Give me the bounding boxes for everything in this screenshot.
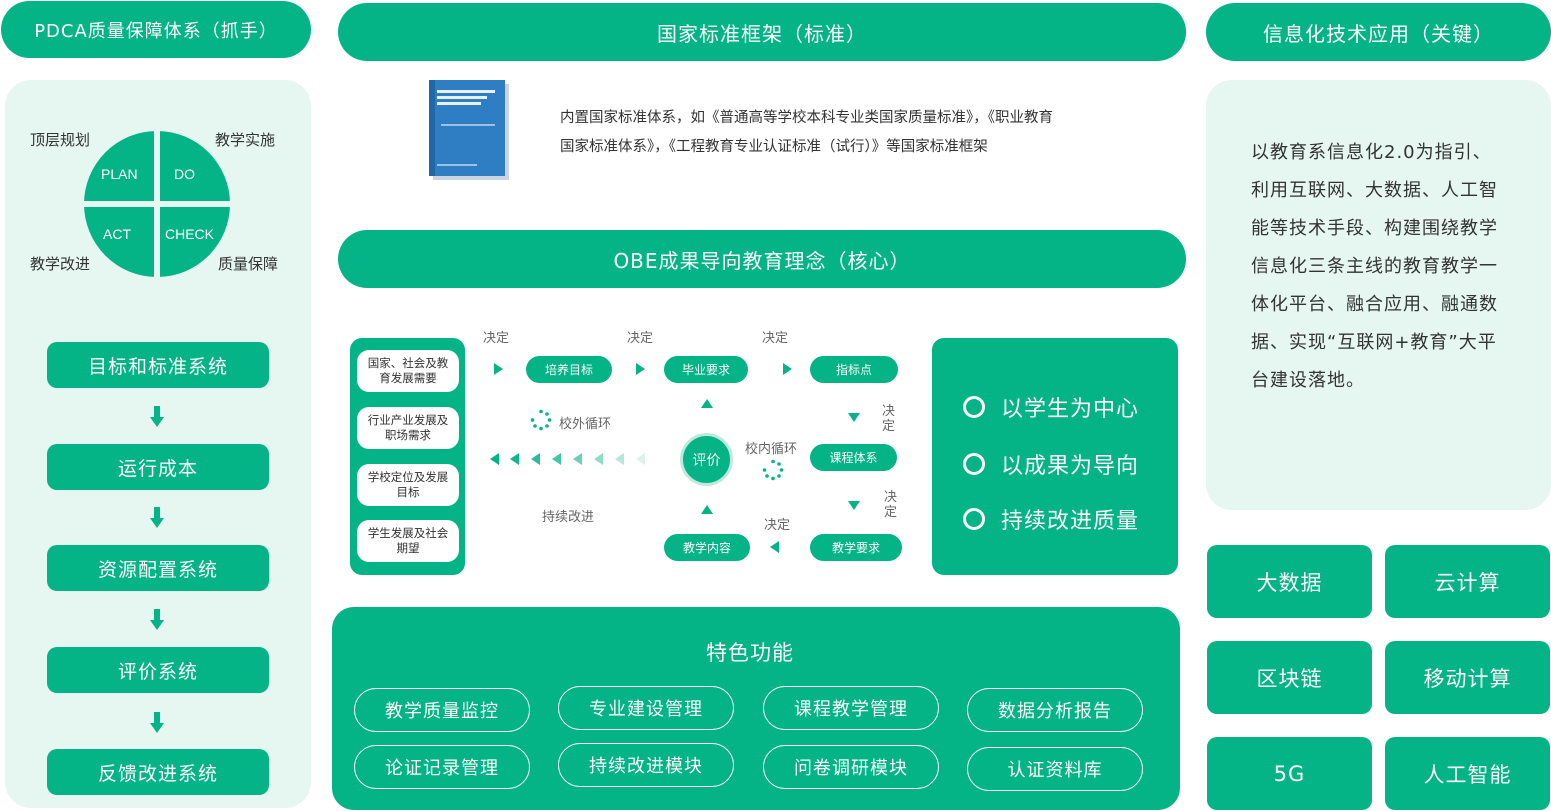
pdca-check: CHECK (165, 226, 215, 242)
system-goal-standard[interactable]: 目标和标准系统 (47, 342, 269, 388)
standards-description-1: 内置国家标准体系，如《普通高等学校本科专业类国家质量标准》，《职业教育 (560, 110, 1053, 126)
pdca-wheel (84, 131, 230, 277)
feature-major-management[interactable]: 专业建设管理 (558, 686, 734, 730)
standards-description-2: 国家标准体系》，《工程教育专业认证标准（试行）》等国家标准框架 (560, 139, 988, 155)
outer-loop-label: 校外循环 (559, 417, 612, 432)
arrow-right-icon (494, 363, 503, 375)
pdca-title: PDCA质量保障体系（抓手） (1, 1, 311, 58)
book-cover-icon (429, 80, 509, 180)
obe-title: OBE成果导向教育理念（核心） (338, 230, 1186, 288)
principle-outcome-oriented: 以成果为导向 (963, 448, 1139, 480)
arrow-down-icon (150, 712, 164, 734)
feature-record-management[interactable]: 论证记录管理 (354, 745, 530, 789)
arrow-down-icon (150, 507, 164, 529)
ring-icon (963, 508, 985, 530)
decide-label: 决定 (627, 331, 654, 346)
tech-ai[interactable]: 人工智能 (1385, 737, 1550, 810)
node-grad[interactable]: 毕业要求 (664, 356, 748, 383)
it-description: 以教育系信息化2.0为指引、 利用互联网、大数据、人工智 能等技术手段、构建围绕… (1251, 142, 1498, 391)
decide-label: 决定 (483, 331, 510, 346)
pdca-label-bottom-right: 质量保障 (218, 255, 279, 273)
tech-mobile[interactable]: 移动计算 (1385, 641, 1550, 714)
node-content[interactable]: 教学内容 (664, 534, 750, 561)
pdca-label-top-left: 顶层规划 (30, 131, 91, 149)
eval-center[interactable]: 评价 (680, 433, 733, 486)
feature-continuous-improve[interactable]: 持续改进模块 (558, 743, 734, 787)
decide-vertical: 决定 (882, 404, 896, 434)
pdca-label-top-right: 教学实施 (215, 131, 276, 149)
ring-icon (963, 453, 985, 475)
loop-icon (530, 409, 552, 431)
source-industry: 行业产业发展及职场需求 (357, 407, 459, 449)
tech-cloud[interactable]: 云计算 (1385, 545, 1550, 618)
feature-quality-monitoring[interactable]: 教学质量监控 (354, 688, 530, 732)
principle-continuous-quality: 持续改进质量 (963, 503, 1139, 535)
tech-big-data[interactable]: 大数据 (1207, 545, 1372, 618)
source-national: 国家、社会及教育发展需要 (357, 350, 459, 392)
decide-vertical: 决定 (884, 490, 898, 520)
features-panel (332, 607, 1180, 810)
pdca-act: ACT (103, 226, 131, 242)
arrow-left-icon (770, 541, 779, 553)
arrow-down-icon (150, 609, 164, 631)
node-teach-req[interactable]: 教学要求 (810, 534, 902, 561)
loop-icon (762, 459, 784, 481)
arrow-down-icon (150, 406, 164, 428)
principle-student-centered: 以学生为中心 (963, 391, 1139, 423)
feature-survey[interactable]: 问卷调研模块 (763, 745, 939, 789)
decide-label: 决定 (764, 518, 791, 533)
system-evaluation[interactable]: 评价系统 (47, 647, 269, 693)
standards-title: 国家标准框架（标准） (338, 3, 1186, 61)
pdca-label-bottom-left: 教学改进 (30, 255, 91, 273)
it-panel (1206, 80, 1551, 510)
feature-cert-library[interactable]: 认证资料库 (967, 747, 1143, 791)
pdca-do: DO (174, 166, 195, 182)
feature-course-management[interactable]: 课程教学管理 (763, 686, 939, 730)
arrow-down-icon (848, 501, 860, 510)
features-title: 特色功能 (706, 641, 794, 665)
arrow-up-icon (701, 505, 713, 514)
system-feedback[interactable]: 反馈改进系统 (47, 749, 269, 795)
outer-loop-arrows (490, 453, 645, 465)
arrow-up-icon (701, 399, 713, 408)
feature-data-report[interactable]: 数据分析报告 (967, 688, 1143, 732)
system-operation[interactable]: 运行成本 (47, 444, 269, 490)
inner-loop-label: 校内循环 (745, 442, 798, 457)
tech-blockchain[interactable]: 区块链 (1207, 641, 1372, 714)
arrow-down-icon (848, 413, 860, 422)
it-title: 信息化技术应用（关键） (1206, 3, 1551, 61)
node-index[interactable]: 指标点 (810, 356, 898, 383)
source-student: 学生发展及社会期望 (357, 520, 459, 562)
node-course[interactable]: 课程体系 (810, 444, 897, 471)
decide-label: 决定 (762, 331, 789, 346)
continuous-improve-label: 持续改进 (542, 510, 595, 525)
tech-5g[interactable]: 5G (1207, 737, 1372, 810)
ring-icon (963, 396, 985, 418)
arrow-right-icon (783, 363, 792, 375)
source-school: 学校定位及发展目标 (357, 464, 459, 506)
arrow-right-icon (636, 363, 645, 375)
pdca-plan: PLAN (101, 166, 138, 182)
node-goal[interactable]: 培养目标 (526, 356, 612, 383)
system-resource[interactable]: 资源配置系统 (47, 545, 269, 591)
